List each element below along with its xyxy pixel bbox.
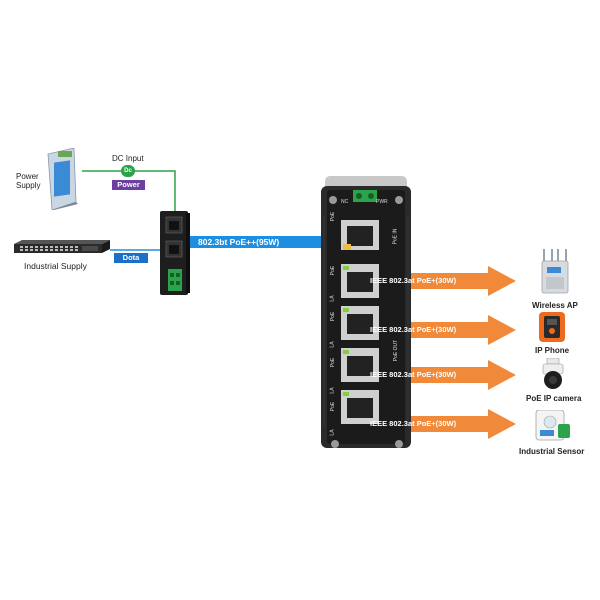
switch-nc-label: NC [341,199,349,205]
device-label-wireless-ap: Wireless AP [532,301,578,310]
wireless-ap-image [538,249,570,295]
output-label-1: IEEE 802.3at PoE+(30W) [370,276,457,285]
switch-side-label: PoE [330,357,337,368]
output-label-2: IEEE 802.3at PoE+(30W) [370,325,457,334]
device-label-poe-ip-camera: PoE IP camera [526,394,582,403]
power-supply-image [44,148,78,210]
dc-input-label: DC Input [112,154,144,163]
industrial-supply-label: Industrial Supply [24,261,87,271]
switch-side-label: LA [329,341,336,348]
power-supply-label: Power Supply [16,172,41,190]
device-label-industrial-sensor: Industrial Sensor [519,447,585,456]
output-label-3: IEEE 802.3at PoE+(30W) [370,370,457,379]
data-tag: Dota [114,253,148,263]
switch-side-label: PoE [330,311,337,322]
switch-side-label: PoE [330,401,337,412]
switch-side-label: LA [329,429,336,436]
trunk-label: 802.3bt PoE++(95W) [198,237,280,247]
poe-injector-image [160,211,190,295]
switch-side-label: PoE [330,211,337,222]
poe-switch-image [321,176,411,452]
ip-phone-image [539,312,565,342]
switch-side-label: PoE [330,265,337,276]
switch-poe-out-label: PoE OUT [393,339,400,362]
switch-side-label: LA [329,387,336,394]
industrial-supply-image [14,240,110,254]
poe-ip-camera-image [541,358,565,390]
switch-side-label: LA [329,295,336,302]
output-label-4: IEEE 802.3at PoE+(30W) [370,419,457,428]
dc-badge: Dc [121,165,135,177]
dc-power-line [82,170,176,213]
switch-poe-in-label: PoE IN [392,228,399,245]
switch-pwr-label: PWR [376,199,388,205]
trunk-arrow [190,226,350,258]
power-tag: Power [112,180,145,190]
device-label-ip-phone: IP Phone [535,346,570,355]
industrial-sensor-image [534,410,572,442]
